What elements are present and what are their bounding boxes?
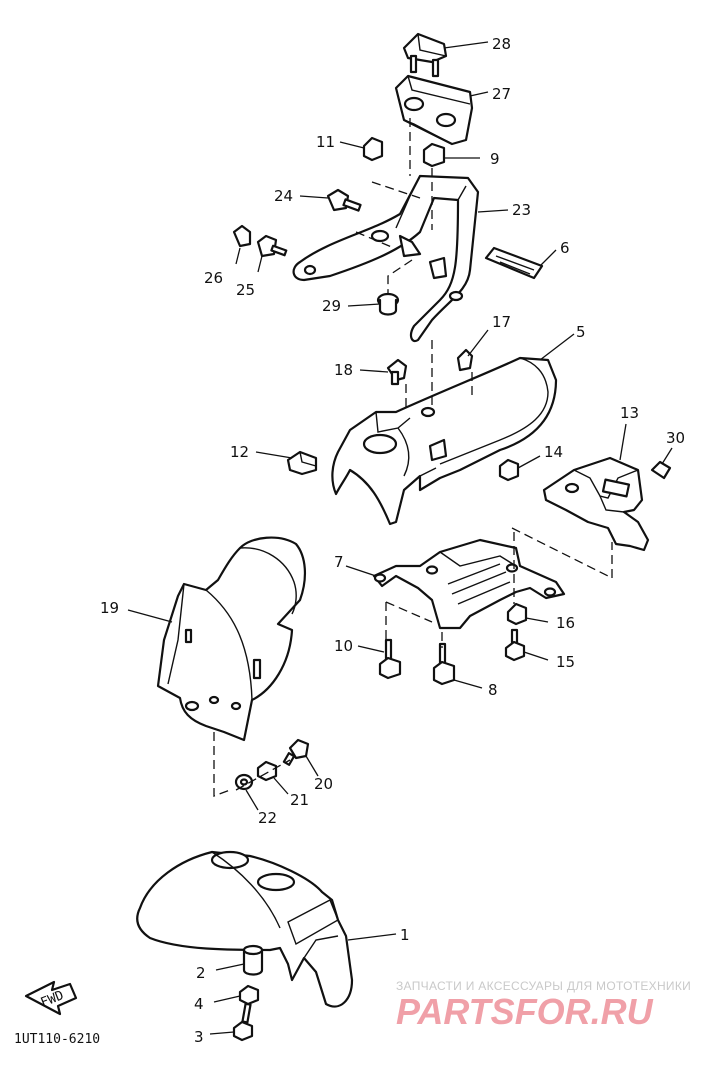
part-25-bolt: [256, 234, 288, 258]
part-10-bolt: [378, 638, 402, 680]
callout-24: 24: [274, 187, 293, 205]
part-19-inner-fender: [156, 536, 306, 742]
part-23-rear-bracket: [292, 174, 480, 343]
callout-23: 23: [512, 201, 531, 219]
part-27-holder: [394, 74, 474, 146]
callout-22: 22: [258, 809, 277, 827]
callout-27: 27: [492, 85, 511, 103]
callout-6: 6: [560, 239, 570, 257]
part-8-bolt: [432, 642, 456, 686]
assembly-lines: [213, 118, 613, 797]
callout-5: 5: [576, 323, 586, 341]
callout-25: 25: [236, 281, 255, 299]
callout-3: 3: [194, 1028, 204, 1046]
callout-10: 10: [334, 637, 353, 655]
callout-13: 13: [620, 404, 639, 422]
callout-15: 15: [556, 653, 575, 671]
callout-numbers: 28 27 11 9 24 23 6 26 25 29 17 5 18 13 3…: [100, 35, 685, 1046]
callout-4: 4: [194, 995, 204, 1013]
part-30-clip: [650, 460, 672, 480]
part-11-nut: [362, 136, 384, 162]
drawing-code: 1UT110-6210: [14, 1032, 100, 1047]
callout-9: 9: [490, 150, 500, 168]
callout-1: 1: [400, 926, 410, 944]
callout-14: 14: [544, 443, 563, 461]
part-18-bolt: [386, 358, 408, 386]
leader-lines: [127, 41, 673, 1035]
callout-19: 19: [100, 599, 119, 617]
part-24-bolt: [326, 188, 362, 212]
callout-7: 7: [334, 553, 344, 571]
part-13-mud-flap: [542, 456, 650, 552]
part-29-collar: [376, 292, 400, 316]
callout-2: 2: [196, 964, 206, 982]
part-5-rear-fender: [331, 356, 558, 526]
part-7-under-plate: [372, 538, 566, 630]
part-12-clip: [286, 450, 318, 476]
part-9-nut: [422, 142, 446, 168]
callout-20: 20: [314, 775, 333, 793]
part-21-nut: [256, 760, 278, 782]
callout-26: 26: [204, 269, 223, 287]
callout-17: 17: [492, 313, 511, 331]
callout-16: 16: [556, 614, 575, 632]
callout-30: 30: [666, 429, 685, 447]
callout-12: 12: [230, 443, 249, 461]
part-26-nut: [232, 224, 252, 248]
callout-18: 18: [334, 361, 353, 379]
site-watermark: ЗАПЧАСТИ И АКСЕССУАРЫ ДЛЯ МОТОТЕХНИКИ PA…: [396, 979, 691, 1032]
part-3-bolt: [232, 1002, 254, 1042]
callout-28: 28: [492, 35, 511, 53]
part-28-bracket: [402, 32, 448, 78]
part-14-nut: [498, 458, 520, 482]
callout-21: 21: [290, 791, 309, 809]
part-22-washer: [234, 773, 254, 791]
callout-11: 11: [316, 133, 335, 151]
fwd-direction-arrow: FWD: [24, 980, 78, 1016]
callout-29: 29: [322, 297, 341, 315]
watermark-tagline: ЗАПЧАСТИ И АКСЕССУАРЫ ДЛЯ МОТОТЕХНИКИ: [396, 979, 691, 993]
callout-8: 8: [488, 681, 498, 699]
part-15-bolt: [504, 628, 526, 662]
part-20-bolt: [282, 738, 310, 766]
part-2-collar: [242, 944, 264, 976]
part-4-nut: [238, 984, 260, 1006]
part-1-front-fender: [136, 850, 354, 1008]
watermark-logo: PARTSFOR.RU: [396, 991, 654, 1032]
part-6-decal: [484, 246, 544, 280]
part-16-nut: [506, 602, 528, 626]
